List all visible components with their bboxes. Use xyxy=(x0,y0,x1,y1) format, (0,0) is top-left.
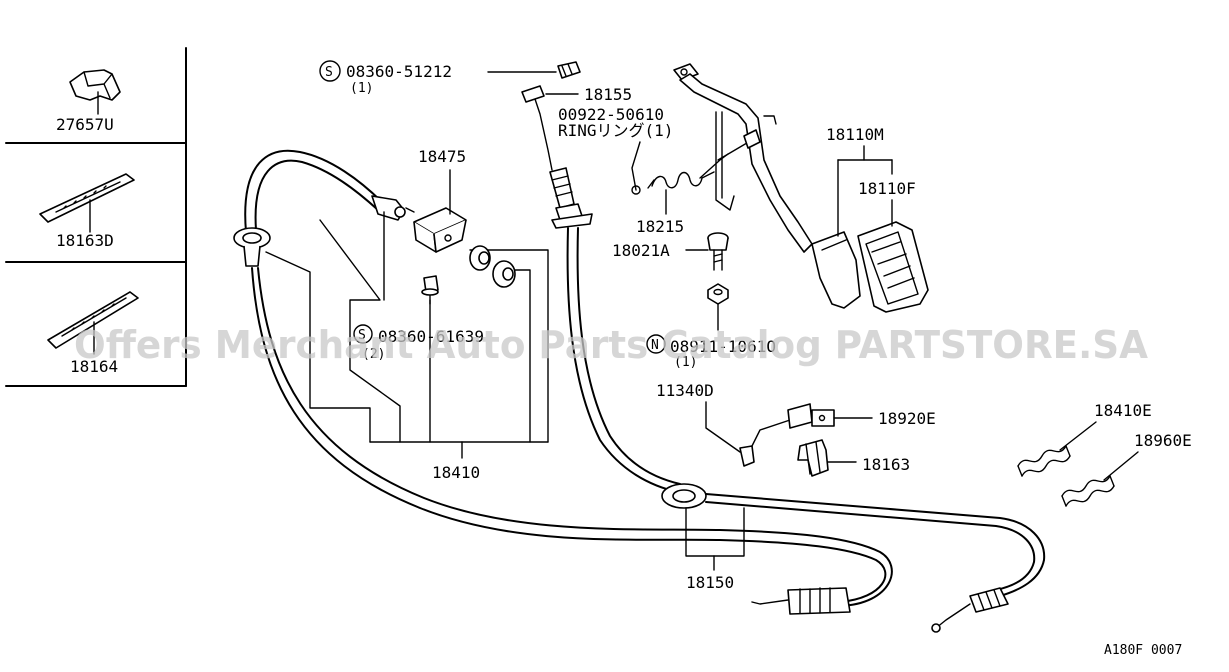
cable-18410 xyxy=(233,149,893,607)
label-18475: 18475 xyxy=(418,147,466,166)
screw-symbol: S xyxy=(358,328,366,343)
label-18021a: 18021A xyxy=(612,241,670,260)
fastener-18960e xyxy=(1061,451,1139,507)
label-18110f: 18110F xyxy=(858,179,916,198)
label-screw-code: 08360-61639 xyxy=(378,327,484,346)
label-18163: 18163 xyxy=(862,455,910,474)
label-bolt-code: 08360-51212 xyxy=(346,62,452,81)
nut-callout: N xyxy=(646,334,666,354)
watermark: Offers Merchant Auto Parts Catalog PARTS… xyxy=(74,323,1149,367)
label-bolt-qty: (1) xyxy=(350,81,373,96)
label-18215: 18215 xyxy=(636,217,684,236)
nut-part xyxy=(707,283,729,331)
screw-callout: S xyxy=(353,324,373,344)
clip-27657u xyxy=(69,69,121,115)
bolt-symbol: S xyxy=(325,65,333,80)
label-18155: 18155 xyxy=(584,85,632,104)
pad-18164 xyxy=(47,291,139,355)
label-ring-text: RINGリング(1) xyxy=(558,121,673,140)
cable-end-18410 xyxy=(751,587,851,615)
bracket-18475 xyxy=(413,169,467,253)
diagram-code: A180F 0007 xyxy=(1104,643,1182,658)
pedal-pad-18110f xyxy=(857,221,929,313)
pedal-arm xyxy=(673,63,813,253)
label-screw-qty: (2) xyxy=(362,347,385,362)
fastener-18410e xyxy=(1017,421,1097,477)
label-18163d: 18163D xyxy=(56,231,114,250)
label-18110m: 18110M xyxy=(826,125,884,144)
bolt-part xyxy=(557,61,581,79)
label-nut-qty: (1) xyxy=(674,355,697,370)
nut-symbol: N xyxy=(651,338,659,353)
label-18410e: 18410E xyxy=(1094,401,1152,420)
spring-18215 xyxy=(647,153,729,215)
label-ring-code: 00922-50610 xyxy=(558,105,664,124)
label-18164: 18164 xyxy=(70,357,118,376)
label-11340d: 11340D xyxy=(656,381,714,400)
pad-18163d xyxy=(39,173,135,233)
label-18960e: 18960E xyxy=(1134,431,1192,450)
label-27657u: 27657U xyxy=(56,115,114,134)
label-nut-code: 08911-1061O xyxy=(670,337,776,356)
screw-08360-61639 xyxy=(421,275,439,305)
ring-part xyxy=(631,141,641,195)
label-18410: 18410 xyxy=(432,463,480,482)
inset-panels xyxy=(5,47,187,387)
bracket-11340d xyxy=(705,401,791,467)
clip-18163 xyxy=(797,439,857,477)
leader-18150 xyxy=(685,507,745,571)
cable-clips xyxy=(469,245,516,288)
cable-18150 xyxy=(521,85,1046,633)
bolt-callout: S xyxy=(319,60,341,82)
label-18920e: 18920E xyxy=(878,409,936,428)
bracket-18920e xyxy=(787,403,873,429)
pedal-pad-18110m xyxy=(811,231,861,309)
stopper-18021a xyxy=(685,232,729,271)
leader-18410 xyxy=(265,211,549,459)
leader-18110 xyxy=(837,145,893,237)
label-18150: 18150 xyxy=(686,573,734,592)
